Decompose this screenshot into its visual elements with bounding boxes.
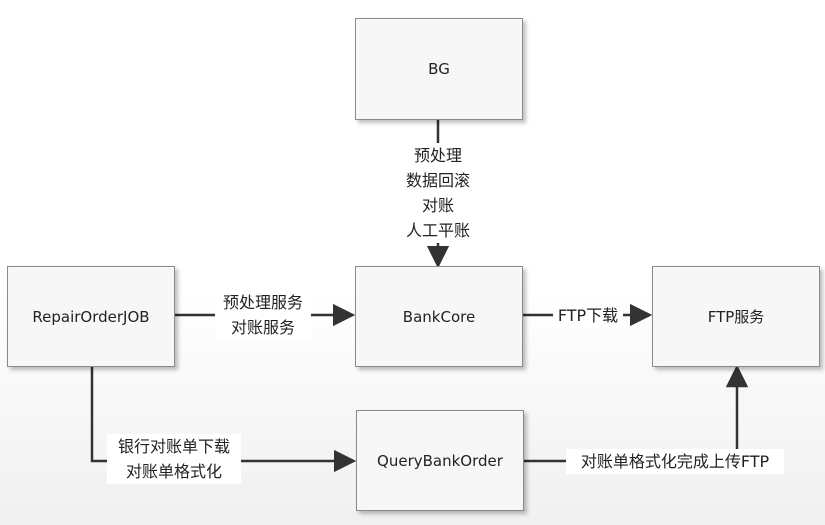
- edge-repair-query: [90, 367, 357, 473]
- node-bankcore-label: BankCore: [402, 307, 476, 326]
- label-line: 银行对账单下载: [117, 437, 230, 456]
- node-ftp-service[interactable]: FTP服务: [652, 266, 820, 367]
- node-query-bank-order[interactable]: QueryBankOrder: [356, 410, 524, 511]
- node-repair-order-job-label: RepairOrderJOB: [32, 307, 150, 326]
- label-line: 对账单格式化: [125, 462, 222, 481]
- label-line: FTP下载: [557, 306, 619, 325]
- label-bg-bankcore: 预处理 数据回滚 对账 人工平账: [398, 143, 478, 243]
- label-line: 人工平账: [405, 221, 470, 240]
- node-bankcore[interactable]: BankCore: [355, 266, 523, 367]
- label-line: 对账: [421, 196, 454, 215]
- edge-query-ftp: [524, 364, 749, 463]
- label-line: 对账单格式化完成上传FTP: [580, 452, 770, 471]
- label-line: 预处理服务: [222, 293, 303, 312]
- node-query-bank-order-label: QueryBankOrder: [377, 451, 503, 470]
- label-bankcore-ftp: FTP下载: [553, 303, 623, 328]
- label-line: 数据回滚: [405, 171, 470, 190]
- node-repair-order-job[interactable]: RepairOrderJOB: [7, 266, 175, 367]
- label-line: 对账服务: [230, 318, 295, 337]
- label-repair-bankcore: 预处理服务 对账服务: [215, 290, 311, 340]
- node-bg[interactable]: BG: [355, 18, 523, 120]
- label-repair-query: 银行对账单下载 对账单格式化: [107, 434, 241, 484]
- label-query-ftp: 对账单格式化完成上传FTP: [566, 449, 784, 474]
- label-line: 预处理: [413, 146, 462, 165]
- node-ftp-service-label: FTP服务: [707, 308, 765, 326]
- node-bg-label: BG: [428, 60, 450, 78]
